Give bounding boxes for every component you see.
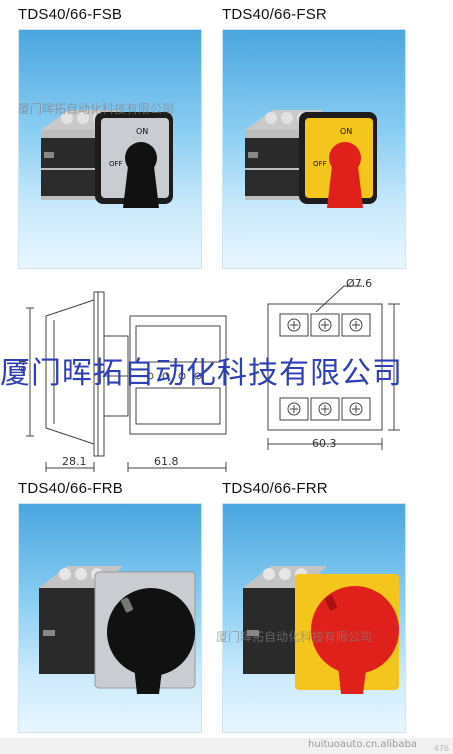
- dim-label-hole-diameter: Ø7.6: [346, 277, 373, 290]
- product-image-fsb: ON OFF: [18, 29, 202, 269]
- watermark-small-bottom: 厦门晖拓自动化科技有限公司: [216, 630, 373, 644]
- product-image-frb: [18, 503, 202, 733]
- product-title-frb: TDS40/66-FRB: [18, 480, 123, 497]
- dim-label-front-width: 60.3: [312, 437, 337, 450]
- dim-label-depth: 28.1: [62, 455, 87, 468]
- svg-text:ON: ON: [340, 127, 352, 136]
- footer-url-watermark: huituoauto.cn.alibaba: [308, 739, 417, 750]
- svg-text:ON: ON: [136, 127, 148, 136]
- corner-text: 476: [433, 744, 449, 753]
- product-title-frr: TDS40/66-FRR: [222, 480, 328, 497]
- product-image-fsr: ON OFF: [222, 29, 406, 269]
- dimension-drawing-front: [258, 280, 408, 452]
- watermark-small-top: 厦门晖拓自动化科技有限公司: [18, 102, 175, 116]
- dim-label-length: 61.8: [154, 455, 179, 468]
- svg-text:OFF: OFF: [109, 160, 123, 168]
- product-title-fsb: TDS40/66-FSB: [18, 6, 123, 23]
- svg-text:OFF: OFF: [313, 160, 327, 168]
- product-title-fsr: TDS40/66-FSR: [222, 6, 327, 23]
- product-image-frr: [222, 503, 406, 733]
- footer-bar: [0, 738, 453, 754]
- watermark-big: 厦门晖拓自动化科技有限公司: [0, 356, 403, 391]
- dimension-drawing-side: [20, 286, 240, 472]
